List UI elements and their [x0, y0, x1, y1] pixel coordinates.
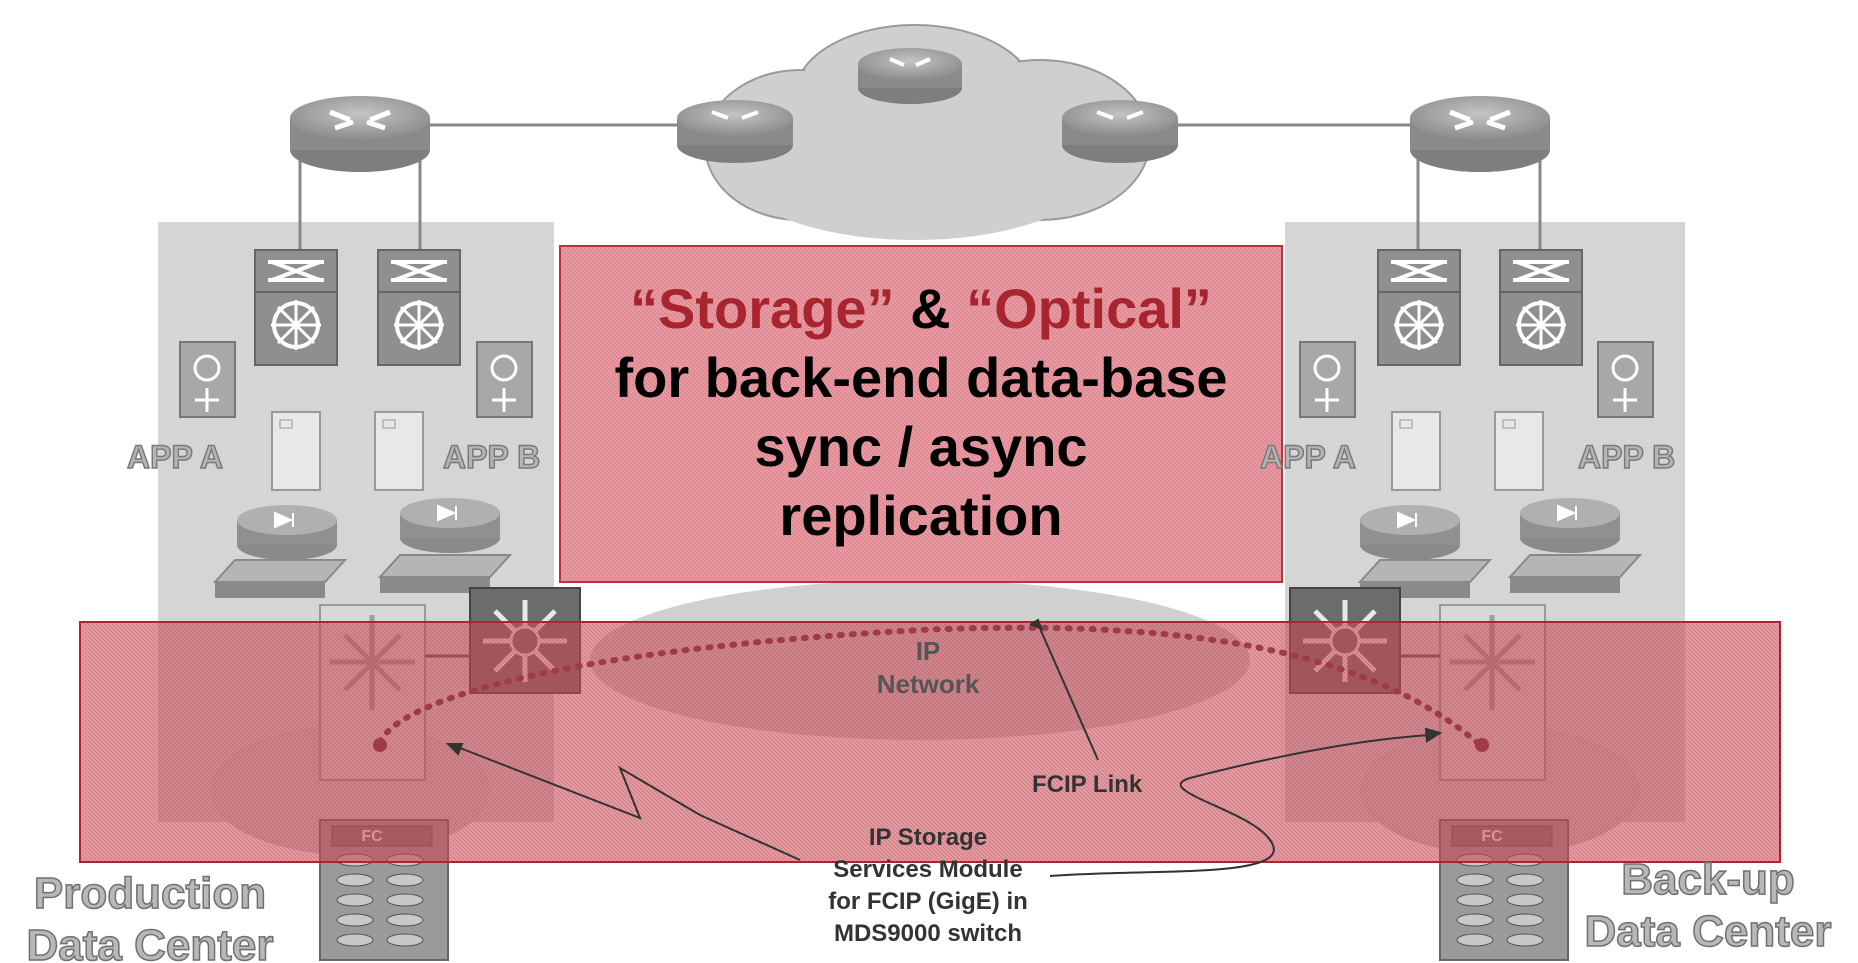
server-icon [271, 411, 321, 491]
ism-label-line3: for FCIP (GigE) in [828, 888, 1028, 915]
wan-cloud [704, 24, 1151, 240]
wan-links [298, 123, 1542, 260]
callout-line1: “Storage” & “Optical” [630, 277, 1212, 340]
ip-network-label-line1: IP [916, 636, 941, 666]
production-dc-label-line2: Data Center [27, 921, 274, 963]
access-switch-icon [1299, 341, 1356, 418]
callout-amp: & [895, 277, 967, 340]
workgroup-switch-icon [377, 554, 513, 593]
server-icon [374, 411, 424, 491]
workgroup-switch-icon [1507, 554, 1643, 593]
multilayer-switch-icon [377, 249, 461, 366]
content-engine-icon [1520, 498, 1620, 553]
app-a-label-left: APP A [127, 439, 223, 475]
server-icon [1494, 411, 1544, 491]
callout-line3: sync / async [754, 415, 1087, 478]
access-switch-icon [476, 341, 533, 418]
production-dc-label-line1: Production [34, 869, 266, 918]
callout-line2: for back-end data-base [614, 346, 1227, 409]
fcip-highlight-band [79, 621, 1781, 863]
callout-optical: “Optical” [966, 277, 1212, 340]
app-a-label-right: APP A [1260, 439, 1356, 475]
app-b-label-left: APP B [443, 439, 540, 475]
ism-label-line2: Services Module [833, 856, 1022, 883]
callout-arrows [445, 618, 1443, 877]
ism-label-line1: IP Storage [869, 824, 987, 851]
content-engine-icon [400, 498, 500, 553]
callout-storage: “Storage” [630, 277, 895, 340]
router-icon [1410, 96, 1550, 172]
ip-network-label-line2: Network [877, 669, 980, 699]
router-icon [290, 96, 430, 172]
content-engine-icon [1360, 505, 1460, 560]
multilayer-switch-icon [1377, 249, 1461, 366]
server-icon [1391, 411, 1441, 491]
app-b-label-right: APP B [1578, 439, 1675, 475]
router-icon [1062, 100, 1178, 163]
content-engine-icon [237, 505, 337, 560]
backup-dc-label-line1: Back-up [1621, 855, 1795, 904]
router-icon [858, 48, 962, 104]
access-switch-icon [179, 341, 236, 418]
ism-label-line4: MDS9000 switch [834, 920, 1022, 947]
callout-line4: replication [779, 484, 1062, 547]
multilayer-switch-icon [1499, 249, 1583, 366]
callout-box [559, 245, 1283, 583]
access-switch-icon [1597, 341, 1654, 418]
multilayer-switch-icon [254, 249, 338, 366]
backup-dc-label-line2: Data Center [1585, 907, 1832, 956]
router-icon [677, 100, 793, 163]
workgroup-switch-icon [212, 559, 348, 598]
fcip-link-label: FCIP Link [1032, 771, 1143, 798]
